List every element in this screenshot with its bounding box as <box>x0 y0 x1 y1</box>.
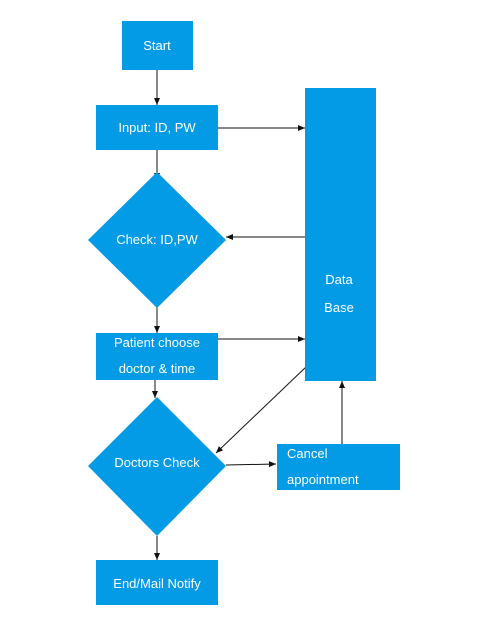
input-node: Input: ID, PW <box>96 105 218 150</box>
cancel-label-line-2: appointment <box>287 472 359 487</box>
start-box <box>122 21 193 70</box>
cancel-appointment-box <box>277 444 400 490</box>
start-label: Start <box>143 38 171 53</box>
patient-choose-label-line-1: Patient choose <box>114 335 200 350</box>
end-label: End/Mail Notify <box>113 576 201 591</box>
patient-choose-label-line-2: doctor & time <box>119 361 196 376</box>
edges <box>152 70 345 560</box>
doctors-check-label: Doctors Check <box>114 455 200 470</box>
cancel-appointment-node: Cancel appointment <box>277 444 400 490</box>
cancel-label-line-1: Cancel <box>287 446 328 461</box>
end-node: End/Mail Notify <box>96 560 218 605</box>
patient-choose-node: Patient choose doctor & time <box>96 333 218 380</box>
database-label-line-1: Data <box>325 272 353 287</box>
edge-doctors-check-to-cancel <box>225 461 277 468</box>
check-diamond <box>88 172 226 308</box>
input-label: Input: ID, PW <box>118 120 196 135</box>
doctors-check-diamond <box>88 397 226 536</box>
database-box <box>305 88 376 381</box>
start-node: Start <box>122 21 193 70</box>
database-label-line-2: Base <box>324 300 354 315</box>
input-box <box>96 105 218 150</box>
database-node: Data Base <box>305 88 376 381</box>
edge-database-to-doctors-check <box>215 365 308 454</box>
doctors-check-decision-node: Doctors Check <box>88 397 226 536</box>
check-label: Check: ID,PW <box>116 232 198 247</box>
check-decision-node: Check: ID,PW <box>88 172 226 308</box>
patient-choose-box <box>96 333 218 380</box>
end-box <box>96 560 218 605</box>
